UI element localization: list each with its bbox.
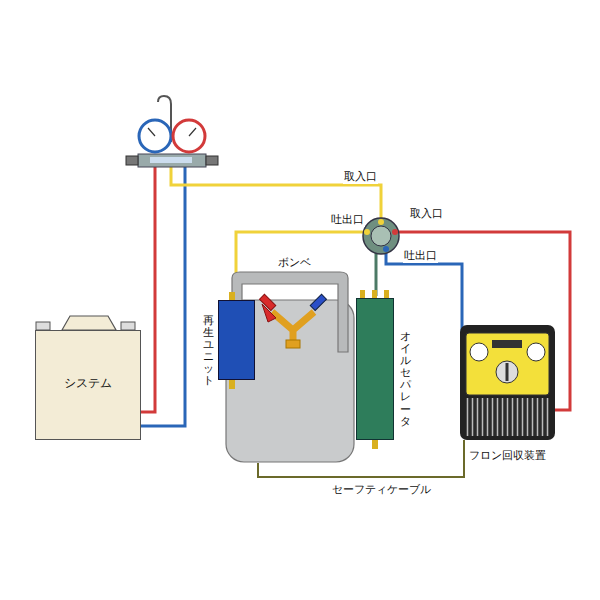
valve-handle-blue: [310, 294, 326, 310]
manifold-body: [138, 154, 206, 167]
gauge-high: [173, 120, 205, 152]
needle: [189, 128, 196, 136]
recovery-unit: フロン回収装置: [460, 325, 555, 440]
node-label: 再生ユニット: [203, 315, 214, 388]
system-ear: [36, 322, 50, 330]
hose-green: [375, 250, 378, 296]
recovery-panel: [466, 333, 549, 395]
valve-handle-red: [260, 294, 276, 310]
hose-blue: [386, 250, 466, 405]
selector-valve-core: [371, 226, 391, 246]
recovery-grille: [466, 398, 549, 436]
safety-cable: [258, 440, 464, 477]
needle: [148, 128, 155, 136]
gauge-low: [139, 120, 171, 152]
port: [383, 246, 389, 252]
edge-label: セーフティケーブル: [331, 482, 432, 497]
manifold-knob: [206, 156, 218, 165]
node-label: システム: [36, 376, 140, 390]
node-label: オイルセパレータ: [400, 331, 411, 428]
system-top: [62, 316, 116, 330]
recovery-gauge: [470, 343, 488, 361]
hose-red: [397, 232, 570, 410]
hose-blue: [135, 165, 185, 426]
recovery-display: [492, 340, 522, 348]
system-ear: [121, 322, 135, 330]
manifold-knob: [126, 156, 138, 165]
knob-bar: [506, 363, 509, 381]
port-label: 取入口: [343, 169, 378, 184]
node-label: フロン回収装置: [450, 449, 565, 462]
port: [392, 229, 398, 235]
node-label: ボンベ: [225, 256, 363, 269]
regeneration-unit: 再生ユニット: [218, 300, 255, 380]
port: [364, 229, 370, 235]
sight-glass: [150, 157, 192, 163]
fitting: [229, 380, 235, 389]
oil-separator: オイルセパレータ: [356, 298, 394, 440]
cable-line: [258, 440, 464, 477]
port: [378, 219, 384, 225]
recovery-gauge: [527, 343, 545, 361]
port-label: 吐出口: [330, 212, 365, 227]
recovery-housing: [460, 325, 555, 440]
port-label: 吐出口: [403, 248, 438, 263]
fitting: [372, 440, 378, 449]
system-box: システム: [35, 330, 141, 440]
recovery-knob: [496, 361, 518, 383]
selector-valve: [363, 218, 399, 254]
port-label: 取入口: [409, 206, 444, 221]
y-valve-base: [286, 340, 300, 348]
